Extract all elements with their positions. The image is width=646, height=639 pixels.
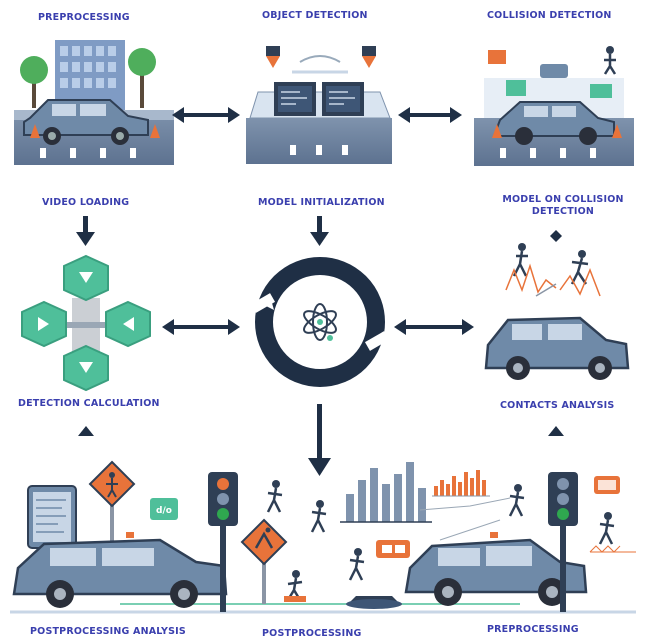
arrow-model-initialization-down: [310, 216, 329, 246]
arrow-hexagons-ring: [162, 319, 240, 335]
label-postprocessing-analysis: POSTPROCESSING ANALYSIS: [30, 626, 186, 637]
hexagon-cluster: [21, 254, 151, 392]
label-object-detection: OBJECT DETECTION: [262, 10, 368, 21]
svg-text:d/o: d/o: [156, 506, 172, 516]
arrow-video-loading-down: [76, 216, 95, 246]
label-detection-calculation: DETECTION CALCULATION: [18, 398, 160, 409]
car-contacts: [484, 316, 630, 380]
diamond-marker: [550, 230, 562, 242]
scene-model-on-collision: [505, 243, 601, 297]
scene-collision-detection: [474, 46, 634, 166]
label-video-loading: VIDEO LOADING: [42, 197, 130, 208]
arrow-ring-car: [394, 319, 474, 335]
label-model-initialization: MODEL INITIALIZATION: [258, 197, 385, 208]
arrow-ring-postprocessing: [308, 404, 331, 476]
scene-bottom: d/o: [10, 460, 636, 614]
arrow-object-detection-collision-detection: [398, 107, 462, 123]
label-collision-detection: COLLISION DETECTION: [487, 10, 612, 21]
triangle-detection-calculation: [78, 426, 94, 436]
arrow-preprocessing-object-detection: [172, 107, 240, 123]
label-preprocessing-bottom: PREPROCESSING: [487, 624, 579, 635]
label-contacts-analysis: CONTACTS ANALYSIS: [500, 400, 615, 411]
scene-preprocessing-top: [14, 40, 174, 165]
atom-icon: [303, 303, 337, 341]
label-postprocessing: POSTPROCESSING: [262, 628, 362, 639]
triangle-contacts-analysis: [548, 426, 564, 436]
scene-object-detection: [246, 46, 392, 164]
label-model-on-collision-detection: MODEL ON COLLISION DETECTION: [502, 194, 624, 217]
label-preprocessing-top: PREPROCESSING: [38, 12, 130, 23]
